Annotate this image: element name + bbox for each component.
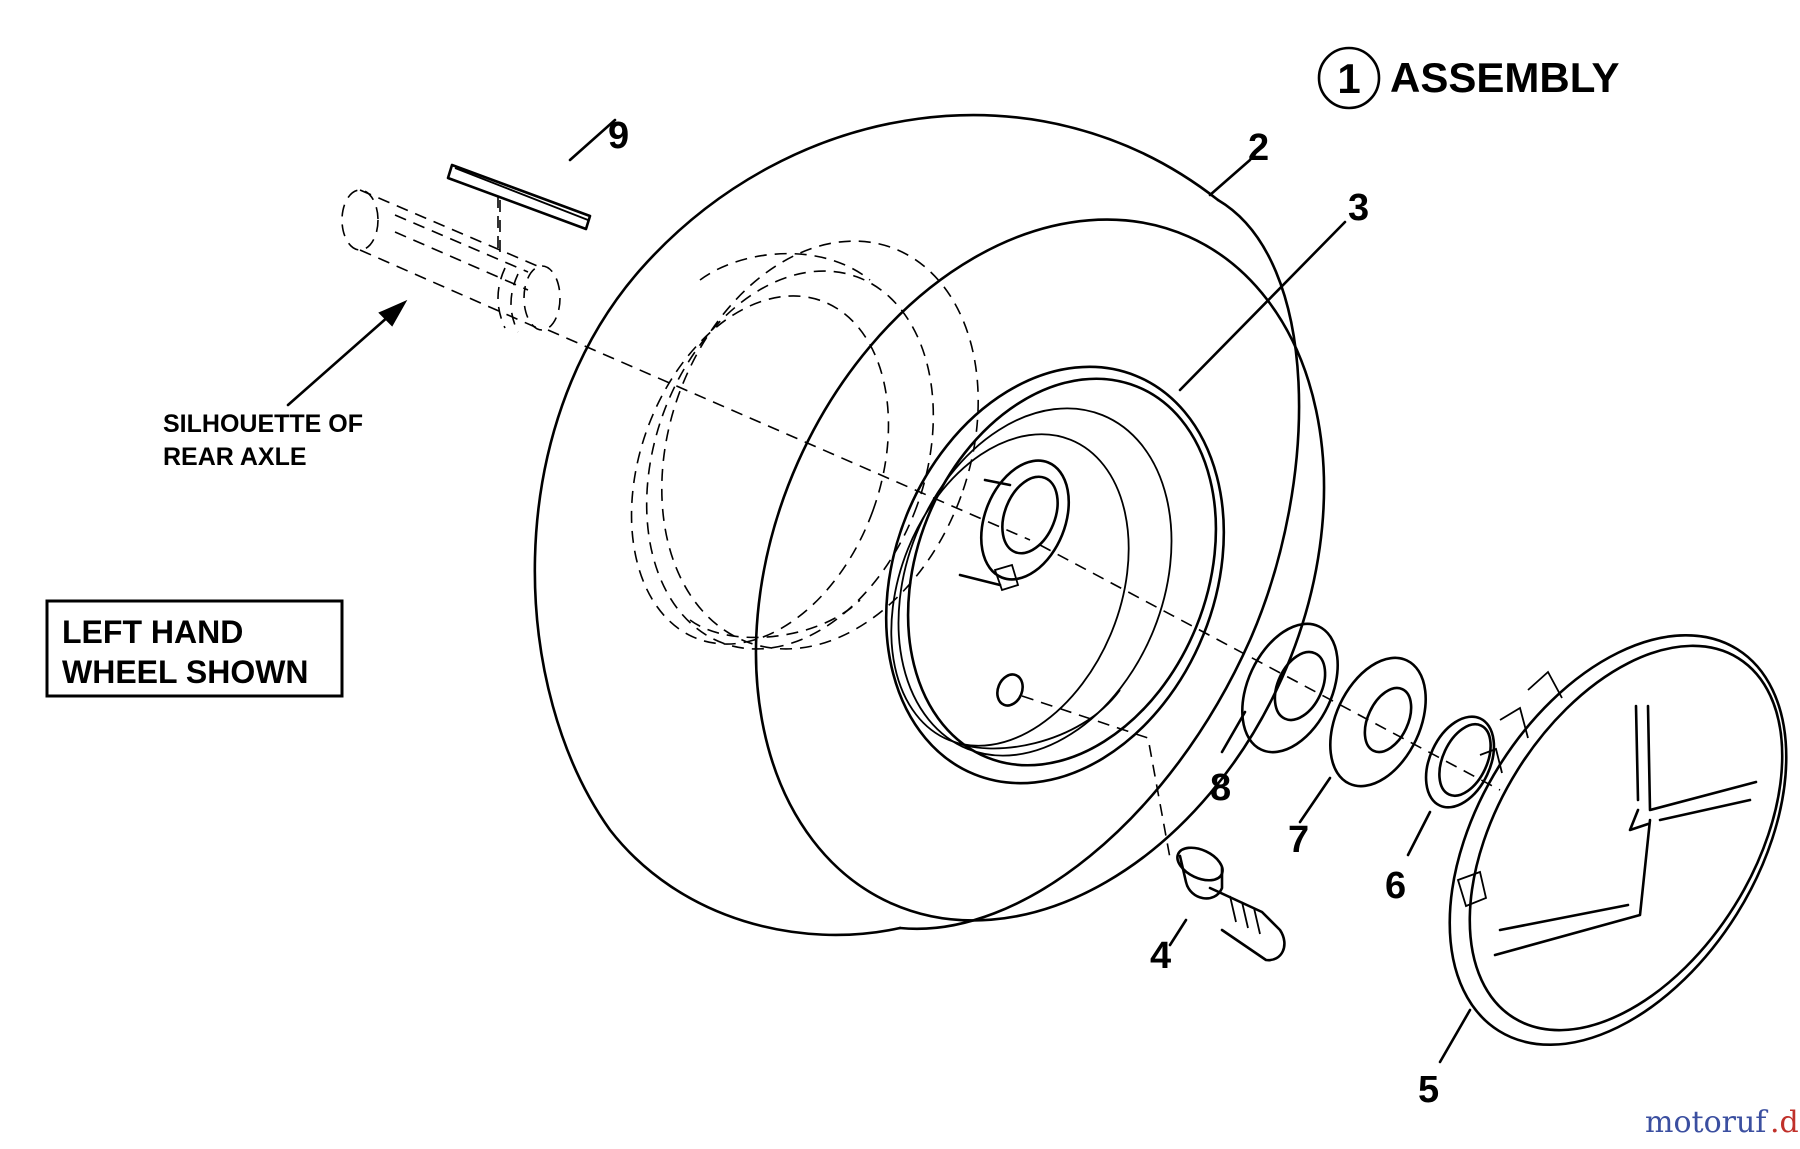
rear-axle-silhouette bbox=[341, 189, 561, 333]
washer-large-part bbox=[1241, 622, 1339, 754]
assembly-number: 1 bbox=[1337, 55, 1360, 102]
tire-part bbox=[533, 113, 1326, 937]
watermark-text: motoruf bbox=[1645, 1105, 1768, 1140]
washer-small-part bbox=[1329, 656, 1427, 788]
left-hand-wheel-box: LEFT HAND WHEEL SHOWN bbox=[45, 599, 344, 698]
callout-4: 4 bbox=[1150, 935, 1171, 977]
callout-7: 7 bbox=[1288, 819, 1309, 861]
axle-note-line-2: REAR AXLE bbox=[163, 443, 307, 471]
side-box-line-2: WHEEL SHOWN bbox=[62, 654, 309, 690]
wheel-rim-part bbox=[884, 365, 1226, 785]
callout-5: 5 bbox=[1418, 1069, 1439, 1111]
side-box-frame bbox=[45, 599, 344, 698]
callout-9: 9 bbox=[608, 115, 629, 157]
watermark-suffix: .de bbox=[1770, 1105, 1800, 1140]
axle-key-part bbox=[446, 163, 592, 231]
callout-6: 6 bbox=[1385, 865, 1406, 907]
assembly-label: ASSEMBLY bbox=[1390, 54, 1620, 101]
assembly-title: 1 ASSEMBLY bbox=[1317, 46, 1620, 110]
watermark-logo: motoruf .de bbox=[1645, 1105, 1800, 1140]
callout-3: 3 bbox=[1348, 187, 1369, 229]
callout-8: 8 bbox=[1210, 767, 1231, 809]
valve-stem-part bbox=[1176, 846, 1286, 962]
retaining-ring-part bbox=[1424, 715, 1496, 809]
hub-cap-part bbox=[1448, 633, 1788, 1047]
callout-2: 2 bbox=[1248, 127, 1269, 169]
axis-centerline bbox=[547, 329, 1031, 541]
side-box-line-1: LEFT HAND bbox=[62, 614, 243, 650]
assembly-number-circle bbox=[1317, 46, 1381, 110]
leader-lines bbox=[286, 118, 1472, 1064]
axle-note-line-1: SILHOUETTE OF bbox=[163, 410, 363, 438]
